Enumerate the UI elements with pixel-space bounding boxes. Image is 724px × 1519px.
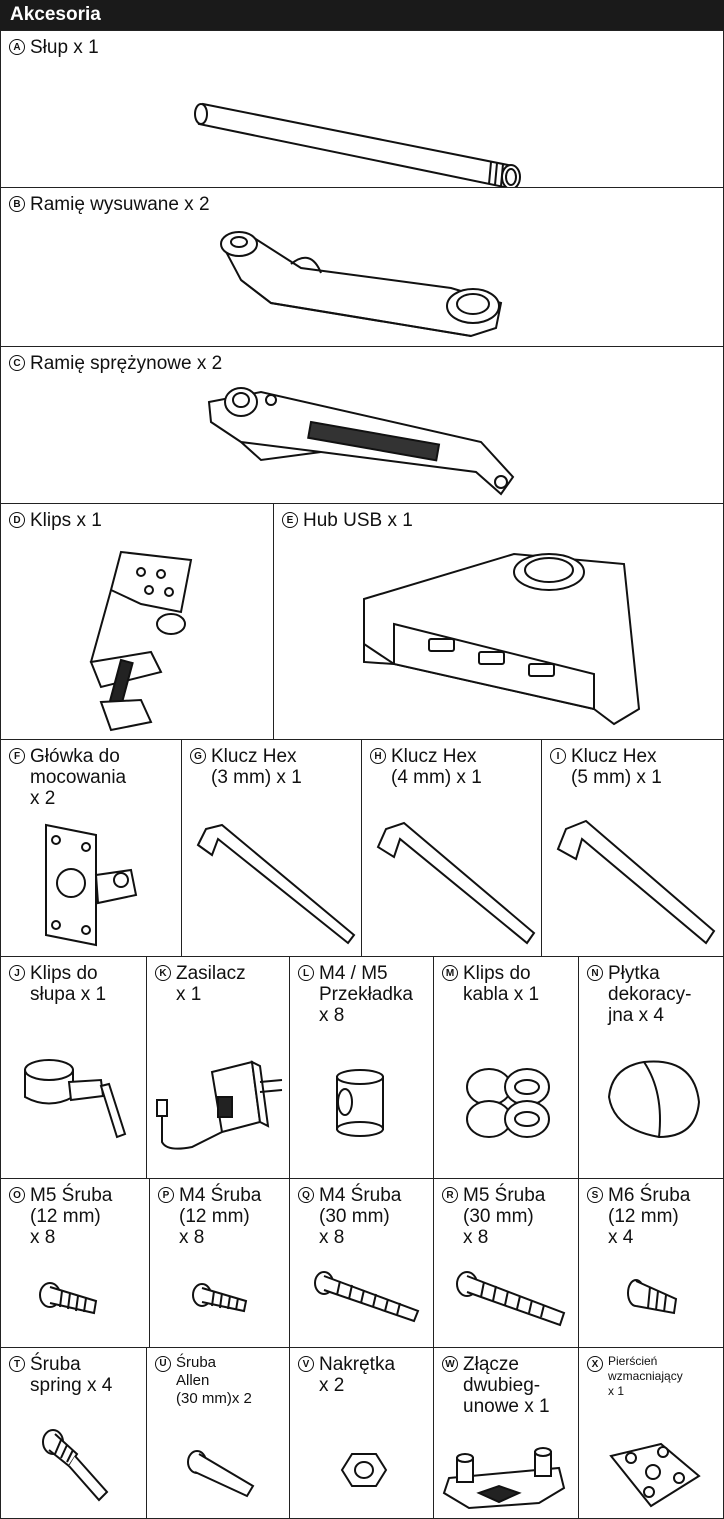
item-i-hex-key-5mm: I Klucz Hex (5 mm) x 1 [541, 739, 724, 957]
item-letter: K [155, 965, 171, 981]
mounting-head-illustration [36, 815, 146, 950]
item-label: Klucz Hex (4 mm) x 1 [391, 746, 482, 788]
item-label: Klips do kabla x 1 [463, 963, 540, 1005]
m6-screw-12mm-illustration [624, 1277, 684, 1322]
item-letter: O [9, 1187, 25, 1203]
item-label: Hub USB x 1 [303, 510, 413, 531]
item-label: Zasilacz x 1 [176, 963, 246, 1005]
item-f-mounting-head: F Główka do mocowania x 2 [0, 739, 182, 957]
item-label: Pierścień wzmacniający x 1 [608, 1354, 683, 1398]
spacer-illustration [325, 1067, 405, 1142]
item-t-spring-screw: T Śruba spring x 4 [0, 1347, 147, 1519]
item-label: Klips do słupa x 1 [30, 963, 107, 1005]
item-letter: A [9, 39, 25, 55]
item-letter: B [9, 196, 25, 212]
item-w-dual-connector: W Złącze dwubieg- unowe x 1 [433, 1347, 579, 1519]
nut-illustration [340, 1448, 390, 1493]
item-o-m5-screw-12mm: O M5 Śruba (12 mm) x 8 [0, 1178, 150, 1348]
item-g-hex-key-3mm: G Klucz Hex (3 mm) x 1 [181, 739, 362, 957]
dual-connector-illustration [439, 1438, 574, 1518]
item-label: Nakrętka x 2 [319, 1354, 396, 1396]
item-c-spring-arm: C Ramię sprężynowe x 2 [0, 346, 724, 504]
item-label: Słup x 1 [30, 37, 99, 58]
item-letter: G [190, 748, 206, 764]
item-label: Złącze dwubieg- unowe x 1 [463, 1354, 550, 1417]
item-letter: H [370, 748, 386, 764]
item-m-cable-clip: M Klips do kabla x 1 [433, 956, 579, 1179]
item-letter: U [155, 1356, 171, 1372]
item-letter: T [9, 1356, 25, 1372]
reinforcement-ring-illustration [601, 1436, 706, 1511]
item-label: M4 Śruba (30 mm) x 8 [319, 1185, 402, 1248]
item-letter: J [9, 965, 25, 981]
hex-key-4mm-illustration [372, 815, 537, 950]
pole-illustration [191, 66, 536, 187]
item-v-nut: V Nakrętka x 2 [289, 1347, 434, 1519]
item-label: M4 Śruba (12 mm) x 8 [179, 1185, 262, 1248]
item-letter: Q [298, 1187, 314, 1203]
item-letter: I [550, 748, 566, 764]
spring-arm-illustration [201, 382, 531, 502]
m5-screw-12mm-illustration [36, 1279, 106, 1319]
item-letter: S [587, 1187, 603, 1203]
item-label: Śruba spring x 4 [30, 1354, 113, 1396]
item-label: M4 / M5 Przekładka x 8 [319, 963, 413, 1026]
item-u-allen-screw: U Śruba Allen (30 mm)x 2 [146, 1347, 290, 1519]
item-b-extension-arm: B Ramię wysuwane x 2 [0, 187, 724, 347]
allen-screw-illustration [185, 1448, 260, 1503]
item-letter: X [587, 1356, 603, 1372]
item-k-power-supply: K Zasilacz x 1 [146, 956, 290, 1179]
usb-hub-illustration [354, 544, 654, 734]
item-letter: M [442, 965, 458, 981]
item-n-decorative-plate: N Płytka dekoracy- jna x 4 [578, 956, 724, 1179]
item-label: M5 Śruba (12 mm) x 8 [30, 1185, 113, 1248]
item-h-hex-key-4mm: H Klucz Hex (4 mm) x 1 [361, 739, 542, 957]
item-letter: E [282, 512, 298, 528]
m5-screw-30mm-illustration [452, 1269, 572, 1334]
section-header: Akcesoria [0, 0, 724, 30]
item-letter: P [158, 1187, 174, 1203]
item-letter: V [298, 1356, 314, 1372]
item-letter: R [442, 1187, 458, 1203]
power-supply-illustration [152, 1052, 287, 1177]
item-p-m4-screw-12mm: P M4 Śruba (12 mm) x 8 [149, 1178, 290, 1348]
item-x-reinforcement-ring: X Pierścień wzmacniający x 1 [578, 1347, 724, 1519]
pole-clip-illustration [21, 1052, 131, 1147]
m4-screw-12mm-illustration [188, 1279, 258, 1319]
item-label: M6 Śruba (12 mm) x 4 [608, 1185, 691, 1248]
spring-screw-illustration [39, 1426, 114, 1506]
item-letter: D [9, 512, 25, 528]
item-j-pole-clip: J Klips do słupa x 1 [0, 956, 147, 1179]
item-label: Płytka dekoracy- jna x 4 [608, 963, 692, 1026]
item-label: Główka do mocowania x 2 [30, 746, 127, 809]
item-letter: N [587, 965, 603, 981]
item-q-m4-screw-30mm: Q M4 Śruba (30 mm) x 8 [289, 1178, 434, 1348]
item-l-spacer: L M4 / M5 Przekładka x 8 [289, 956, 434, 1179]
item-letter: L [298, 965, 314, 981]
item-label: Ramię wysuwane x 2 [30, 194, 210, 215]
hex-key-5mm-illustration [552, 815, 717, 950]
item-d-clamp: D Klips x 1 [0, 503, 274, 740]
item-r-m5-screw-30mm: R M5 Śruba (30 mm) x 8 [433, 1178, 579, 1348]
cable-clip-illustration [459, 1057, 559, 1147]
item-label: Ramię sprężynowe x 2 [30, 353, 223, 374]
decorative-plate-illustration [604, 1057, 704, 1142]
extension-arm-illustration [211, 218, 511, 343]
item-label: Klucz Hex (5 mm) x 1 [571, 746, 662, 788]
item-label: Klips x 1 [30, 510, 102, 531]
item-letter: C [9, 355, 25, 371]
hex-key-3mm-illustration [192, 815, 357, 950]
clamp-illustration [61, 542, 211, 737]
item-s-m6-screw-12mm: S M6 Śruba (12 mm) x 4 [578, 1178, 724, 1348]
item-label: M5 Śruba (30 mm) x 8 [463, 1185, 546, 1248]
m4-screw-30mm-illustration [310, 1269, 425, 1329]
item-label: Śruba Allen (30 mm)x 2 [176, 1354, 252, 1407]
item-e-usb-hub: E Hub USB x 1 [273, 503, 724, 740]
item-letter: F [9, 748, 25, 764]
item-label: Klucz Hex (3 mm) x 1 [211, 746, 302, 788]
item-a-pole: A Słup x 1 [0, 30, 724, 188]
item-letter: W [442, 1356, 458, 1372]
